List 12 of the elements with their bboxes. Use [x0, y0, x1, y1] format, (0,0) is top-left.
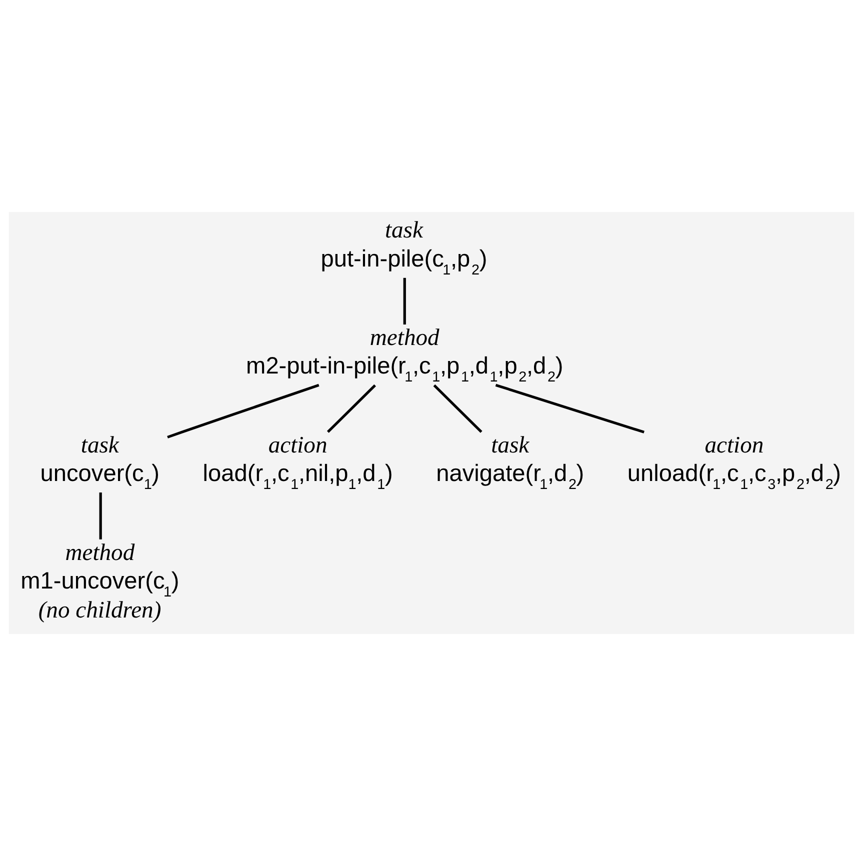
connector	[99, 492, 102, 539]
node-text: method m2-put-in-pile(r$_{1}$,c$_{1}$,p$_{1}$,d$_{1}$,p$_{2}$,d$_{2}$)	[246, 324, 564, 386]
node-text: task uncover(c$_{1}$)	[40, 432, 160, 493]
connector	[167, 383, 320, 438]
node-text: task navigate(r$_{1}$,d$_{2}$)	[436, 432, 584, 493]
node-text: action unload(r$_{1}$,c$_{1}$,c$_{3}$,p$_{2}$,d$_{2}$)	[627, 432, 842, 493]
connector	[403, 277, 406, 324]
node-text: task put-in-pile(c$_{1}$,p$_{2}$)	[320, 216, 488, 278]
connector	[495, 383, 644, 433]
connector	[326, 384, 376, 432]
connector	[433, 384, 482, 432]
node-text: action load(r$_{1}$,c$_{1}$,nil,p$_{1}$,d$_{1}$)	[202, 432, 393, 493]
